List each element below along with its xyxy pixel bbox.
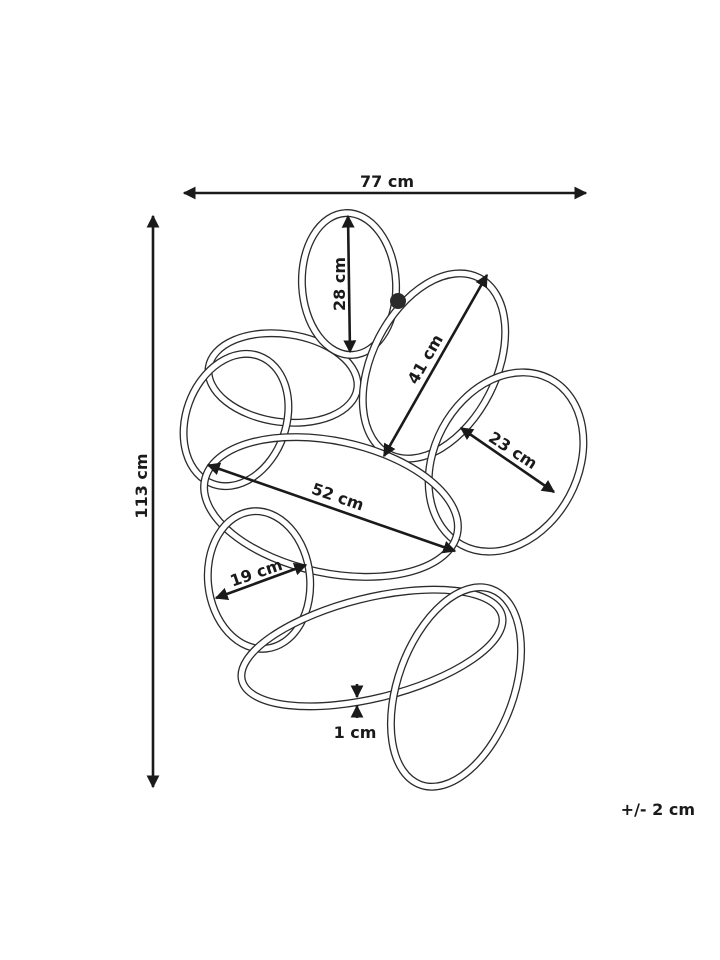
small-left-ring-arrow [214,562,308,601]
height-dimension: 113 cm [132,214,160,789]
center-ring-arrow [206,462,457,554]
height-label: 113 cm [132,453,151,518]
tolerance-note: +/- 2 cm [621,800,695,819]
upper-right-ring-arrow [382,273,489,458]
small-left-ring-label: 19 cm [228,555,285,591]
ring-group [179,209,588,791]
center-ring-dimension: 52 cm [206,462,457,554]
hanging-hook [390,293,406,309]
top-ring-dimension: 28 cm [330,214,357,354]
wire-thickness-label: 1 cm [334,723,377,742]
top-ring-arrow [341,214,357,354]
right-ring-dimension: 23 cm [459,426,556,494]
wire-thickness-dimension: 1 cm [334,684,377,742]
right-ring-arrow [459,426,556,494]
width-dimension: 77 cm [182,172,588,200]
width-label: 77 cm [360,172,414,191]
top-ring-label: 28 cm [330,257,349,311]
